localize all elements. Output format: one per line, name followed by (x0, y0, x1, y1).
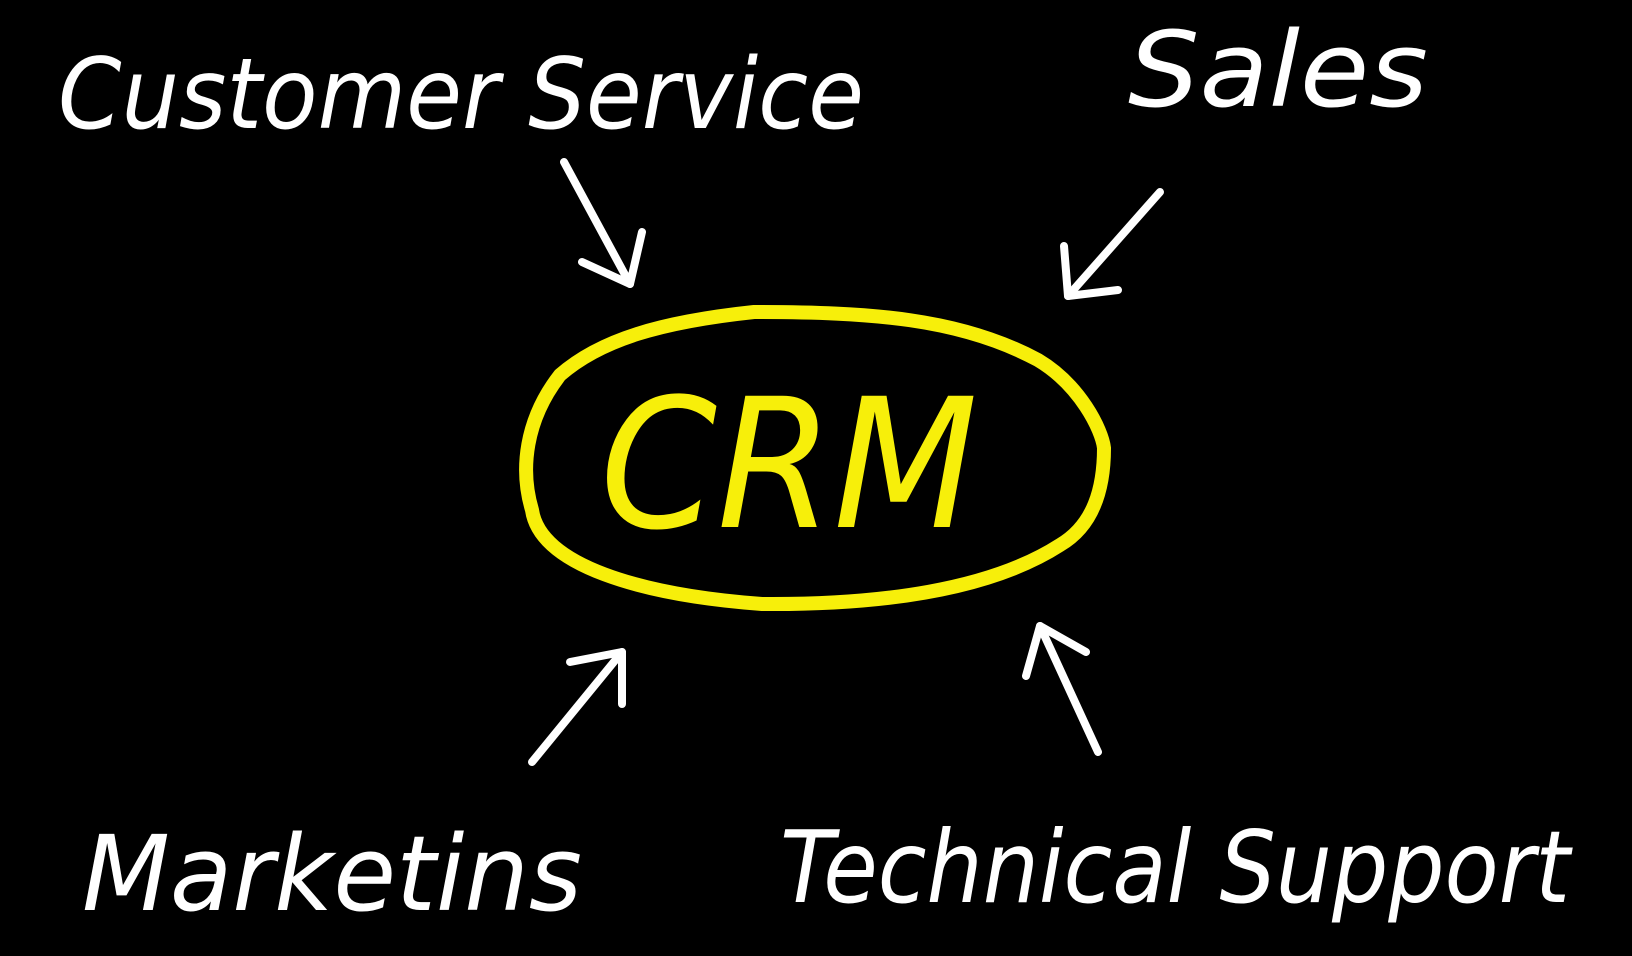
arrow-sales-shaft (1064, 188, 1164, 300)
label-marketing: Marketins (82, 813, 582, 935)
label-technical-support: Technical Support (780, 809, 1573, 926)
arrow-customer-service-head (578, 228, 646, 288)
label-customer-service: Customer Service (58, 38, 864, 152)
crm-center-label: CRM (600, 361, 978, 570)
arrow-technical-support-head (1022, 622, 1090, 680)
crm-ellipse (519, 305, 1111, 612)
arrow-technical-support (1022, 622, 1102, 756)
arrow-customer-service (560, 158, 646, 288)
crm-ellipse-outline (519, 305, 1111, 612)
arrow-technical-support-shaft (1036, 622, 1102, 756)
arrow-marketing-head (566, 648, 626, 708)
arrow-marketing (528, 648, 626, 766)
arrow-sales-head (1060, 242, 1122, 300)
arrow-sales (1060, 188, 1164, 300)
label-sales: Sales (1128, 9, 1428, 131)
arrow-marketing-shaft (528, 648, 626, 766)
arrow-customer-service-shaft (560, 158, 634, 288)
